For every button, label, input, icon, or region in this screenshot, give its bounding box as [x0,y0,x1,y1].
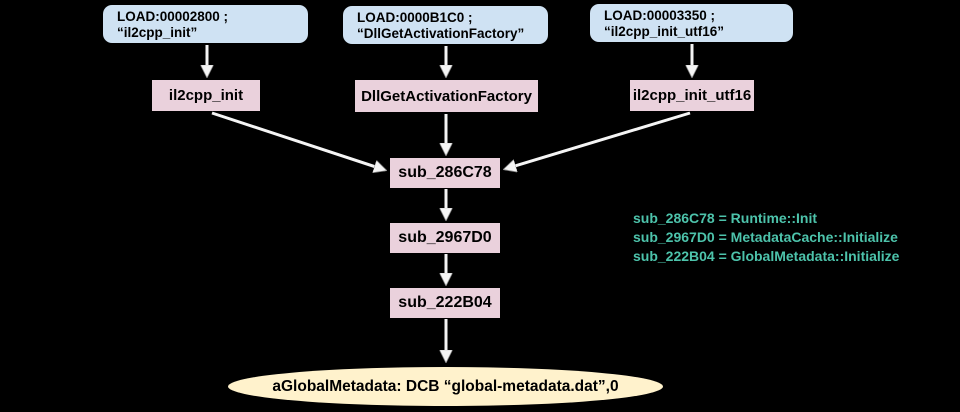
symbol-annotations: sub_286C78 = Runtime::Init sub_2967D0 = … [633,209,899,266]
func-node-sub-2967d0: sub_2967D0 [390,223,500,253]
func-node-il2cpp-init-utf16: il2cpp_init_utf16 [630,80,754,111]
func-node-label: sub_286C78 [398,164,492,181]
func-node-label: il2cpp_init_utf16 [632,87,752,104]
func-node-label: DllGetActivationFactory [361,87,532,105]
func-node-label: il2cpp_init [168,87,244,104]
load-node-symbol: “il2cpp_init” [117,24,198,40]
annotation-line: sub_2967D0 = MetadataCache::Initialize [633,229,898,245]
annotation-line: sub_286C78 = Runtime::Init [633,210,817,226]
data-node-aglobalmetadata: aGlobalMetadata: DCB “global-metadata.da… [228,367,663,406]
func-node-label: sub_2967D0 [398,229,492,246]
load-node-il2cpp-init-utf16: LOAD:00003350 ; “il2cpp_init_utf16” [590,4,793,42]
data-node-label: aGlobalMetadata: DCB “global-metadata.da… [272,377,619,395]
load-node-address: LOAD:00003350 ; [604,8,716,23]
load-node-symbol: “il2cpp_init_utf16” [604,23,725,39]
annotation-line: sub_222B04 = GlobalMetadata::Initialize [633,248,900,264]
edge-il2cpp-init-to-sub-286c78 [211,111,385,170]
load-node-il2cpp-init: LOAD:00002800 ; “il2cpp_init” [103,5,308,43]
func-node-il2cpp-init: il2cpp_init [152,80,260,111]
edge-il2cpp-init-utf16-to-sub-286c78 [505,111,691,169]
func-node-sub-286c78: sub_286C78 [390,158,500,188]
func-node-label: sub_222B04 [398,294,492,311]
load-node-address: LOAD:00002800 ; [117,9,229,24]
load-node-symbol: “DllGetActivationFactory” [357,25,525,41]
func-node-sub-222b04: sub_222B04 [390,288,500,318]
load-node-dllgetactivationfactory: LOAD:0000B1C0 ; “DllGetActivationFactory… [343,6,548,44]
func-node-dllgetactivationfactory: DllGetActivationFactory [355,80,538,112]
load-node-address: LOAD:0000B1C0 ; [357,10,473,25]
